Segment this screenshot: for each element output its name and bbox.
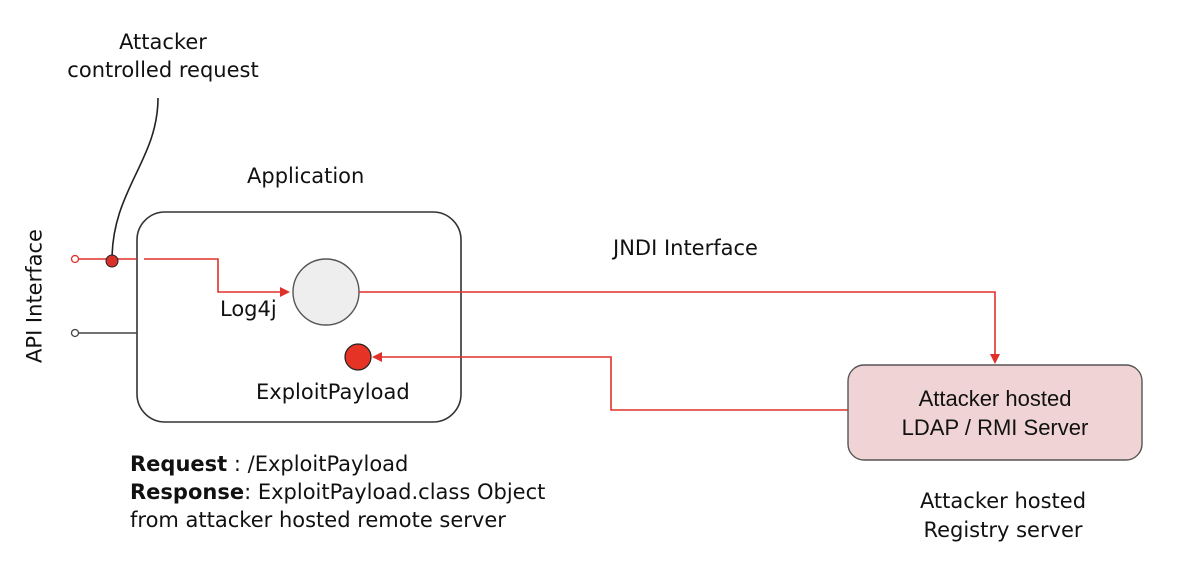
response-line: Response: ExploitPayload.class Object [130, 478, 545, 506]
attacker-server-box [847, 364, 1143, 461]
response-label: Response [130, 480, 245, 504]
response-line2: from attacker hosted remote server [130, 508, 506, 532]
api-interface-label: API Interface [22, 229, 47, 363]
api-port-input [70, 254, 80, 264]
application-label: Application [247, 164, 365, 188]
log4j-label: Log4j [220, 297, 277, 321]
response-value: : ExploitPayload.class Object [244, 480, 546, 504]
log4j-node [292, 258, 360, 326]
server-line2: LDAP / RMI Server [901, 414, 1089, 440]
exploit-payload-label: ExploitPayload [256, 380, 410, 404]
request-response-notes: Request : /ExploitPayload Response: Expl… [130, 450, 545, 534]
server-line1: Attacker hosted [918, 385, 1072, 411]
callout-line [111, 97, 159, 261]
attacker-server-label: Attacker hosted LDAP / RMI Server [848, 365, 1142, 460]
registry-server-label: Attacker hosted Registry server [893, 491, 1113, 541]
api-port-normal [70, 328, 80, 338]
request-to-log4j-arrow [144, 258, 290, 297]
registry-line2: Registry server [923, 518, 1083, 542]
payload-return-arrow [372, 352, 848, 411]
request-line: Request : /ExploitPayload [130, 450, 545, 478]
attacker-request-dot [105, 254, 119, 268]
attacker-request-label: Attacker controlled request [48, 32, 278, 81]
jndi-interface-label: JNDI Interface [613, 236, 758, 260]
registry-line1: Attacker hosted [919, 489, 1087, 513]
request-value: : /ExploitPayload [227, 452, 409, 476]
exploit-payload-dot [344, 343, 372, 371]
jndi-lookup-arrow [359, 291, 1000, 364]
attacker-request-line2: controlled request [67, 58, 259, 82]
request-label: Request [130, 452, 228, 476]
attacker-request-line1: Attacker [119, 30, 207, 54]
